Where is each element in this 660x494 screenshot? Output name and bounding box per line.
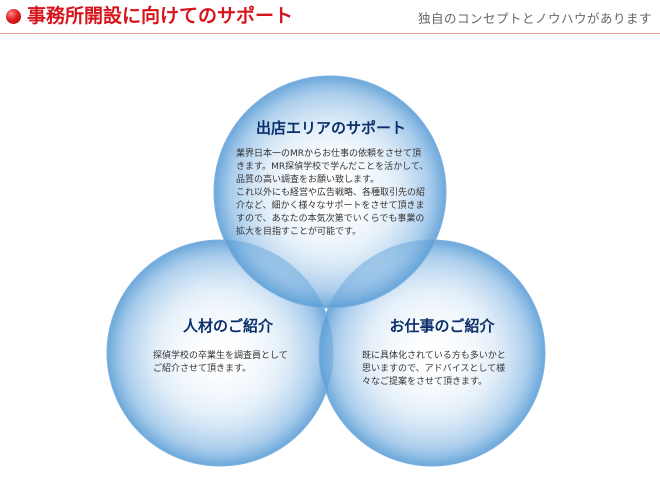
circle-top-title: 出店エリアのサポート xyxy=(255,119,406,137)
body-line: 探偵学校の卒業生を調査員として xyxy=(153,351,288,361)
body-line: 々なご提案をさせて頂きます。 xyxy=(362,377,488,387)
red-bullet-icon xyxy=(6,9,21,24)
body-line: きます。MR探偵学校で学んだことを活かして、 xyxy=(236,162,429,172)
section-tagline: 独自のコンセプトとノウハウがあります xyxy=(417,11,652,26)
circle-left-body: 探偵学校の卒業生を調査員として ご紹介させて頂きます。 xyxy=(153,350,303,376)
section-title: 事務所開設に向けてのサポート xyxy=(27,5,294,27)
circle-right-title: お仕事のご紹介 xyxy=(389,317,495,335)
body-line: ご紹介させて頂きます。 xyxy=(153,364,252,374)
circle-right-body: 既に具体化されている方も多いかと 思いますので、アドバイスとして様 々なご提案を… xyxy=(362,350,522,389)
circle-top-content: 出店エリアのサポート 業界日本一のMRからお仕事の依頼をさせて頂 きます。MR探… xyxy=(236,118,429,239)
circle-left-content: 人材のご紹介 探偵学校の卒業生を調査員として ご紹介させて頂きます。 xyxy=(153,316,303,376)
body-line: 既に具体化されている方も多いかと xyxy=(362,351,506,361)
header-divider xyxy=(0,33,660,34)
section-header: 事務所開設に向けてのサポート 独自のコンセプトとノウハウがあります xyxy=(0,0,660,34)
body-line: 拡大を目指すことが可能です。 xyxy=(236,227,362,237)
body-line: 品質の高い調査をお願い致します。 xyxy=(236,175,380,185)
body-line: 介など、細かく様々なサポートをさせて頂きま xyxy=(236,201,425,211)
circle-top-body: 業界日本一のMRからお仕事の依頼をさせて頂 きます。MR探偵学校で学んだことを活… xyxy=(236,148,429,239)
body-line: すので、あなたの本気次第でいくらでも事業の xyxy=(236,214,425,224)
circle-top xyxy=(213,75,447,309)
body-line: 思いますので、アドバイスとして様 xyxy=(362,364,506,374)
body-line: これ以外にも経営や広告戦略、各種取引先の紹 xyxy=(236,188,426,198)
body-line: 業界日本一のMRからお仕事の依頼をさせて頂 xyxy=(236,149,422,159)
circle-left-title: 人材のご紹介 xyxy=(182,317,273,335)
circle-right-content: お仕事のご紹介 既に具体化されている方も多いかと 思いますので、アドバイスとして… xyxy=(362,316,522,389)
